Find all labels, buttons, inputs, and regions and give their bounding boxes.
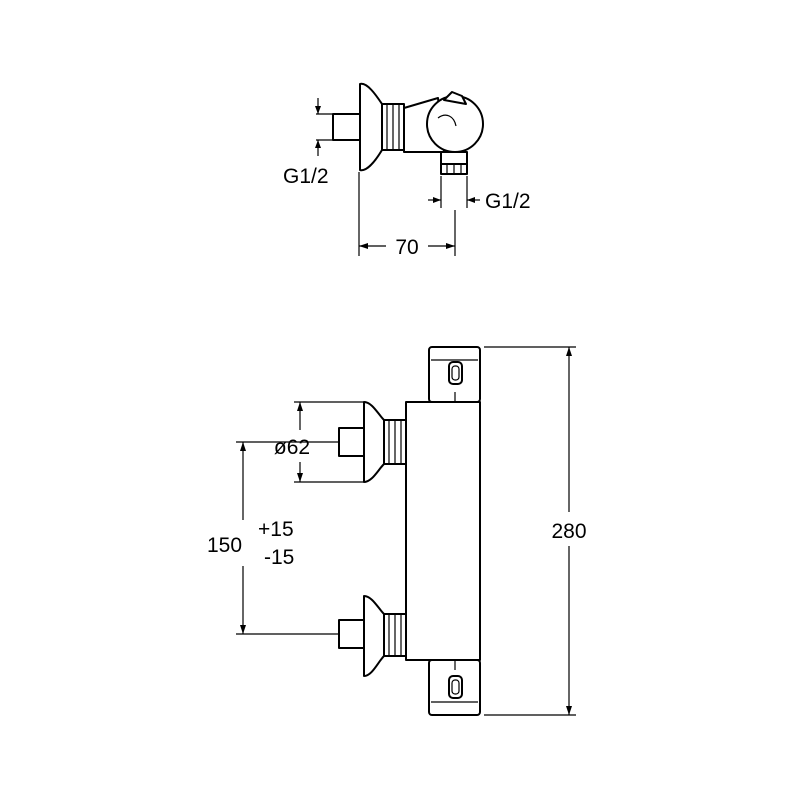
lower-inlet-connector xyxy=(338,595,407,677)
upper-inlet-connector xyxy=(338,401,407,483)
bottom-end-cap xyxy=(428,659,481,716)
top-end-cap xyxy=(428,346,481,403)
front-view: ø62 150 +15 -15 280 xyxy=(207,346,587,716)
outlet-thread-label: G1/2 xyxy=(485,190,531,213)
inlet-thread-label: G1/2 xyxy=(283,165,329,188)
depth-dimension-label: 70 xyxy=(395,236,418,259)
escutcheon-diameter-label: ø62 xyxy=(274,436,310,459)
overall-length-label: 280 xyxy=(551,520,586,543)
inlet-spacing-plus-tolerance: +15 xyxy=(258,518,294,541)
inlet-spacing-dimension: 150 +15 -15 xyxy=(207,441,340,635)
mixer-body xyxy=(405,401,481,661)
inlet-spacing-nominal: 150 xyxy=(207,534,242,557)
overall-length-dimension: 280 xyxy=(484,346,587,716)
inlet-spacing-minus-tolerance: -15 xyxy=(264,546,294,569)
inlet-thread-dimension: G1/2 xyxy=(283,98,334,188)
depth-dimension: 70 xyxy=(358,172,456,259)
outlet-thread-dimension: G1/2 xyxy=(428,176,531,213)
top-outlet-connector xyxy=(440,151,468,175)
top-thermostat-handle xyxy=(426,91,484,153)
top-view: G1/2 G1/2 70 xyxy=(283,82,531,259)
